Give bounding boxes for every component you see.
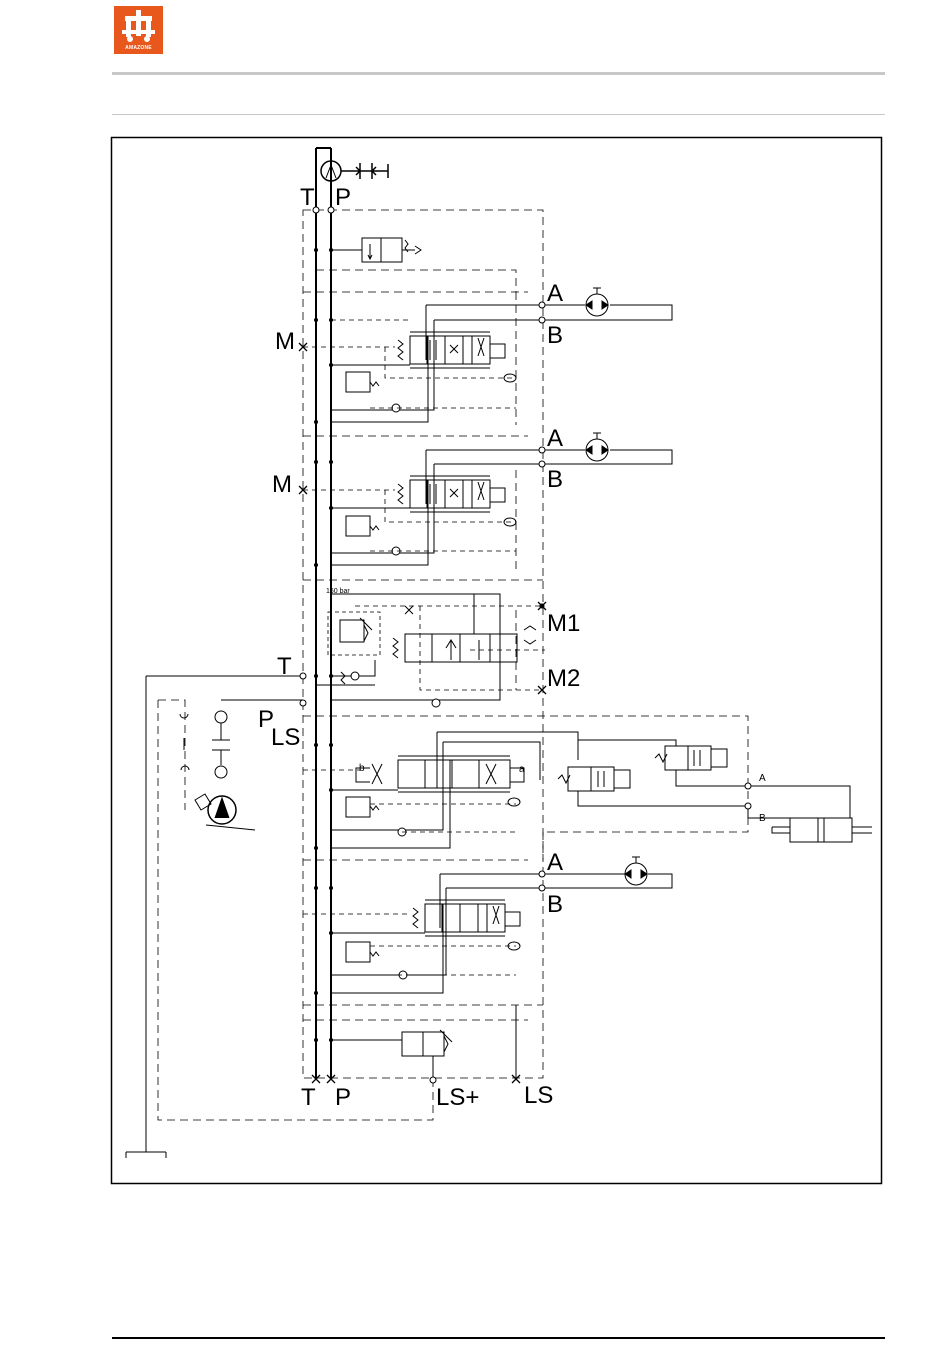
cylinder-port-b-label: B [759,813,766,824]
measure-port-label: M [272,471,292,498]
cylinder-port-a-label: A [759,773,766,784]
variable-pump [180,711,255,830]
valve-side-a-label: a [519,764,525,775]
pressure-note: 160 bar [326,588,350,595]
valve-side-b-label: b [359,763,365,774]
port-a-label: A [547,425,563,452]
cylinder-icon [790,818,852,842]
valve-section-4 [331,732,578,848]
valve-section-1 [331,305,540,422]
top-pressure-label: P [335,184,351,211]
port-b-label: B [547,322,563,349]
valve-block-housing [158,210,748,1120]
measure-port-label: M [275,328,295,355]
ls-plus-label: LS+ [436,1084,479,1111]
diagram-frame [112,138,882,1184]
ls-label: LS [524,1082,553,1109]
port-m1-label: M1 [547,610,580,637]
top-tank-label: T [300,184,315,211]
valve-section-2 [331,450,540,565]
coupling-icon [341,163,388,179]
port-m2-label: M2 [547,665,580,692]
pls-ls-label: LS [271,724,300,751]
bottom-tank-label: T [301,1084,316,1111]
port-a-label: A [547,849,563,876]
port-b-label: B [547,891,563,918]
port-a-label: A [547,280,563,307]
tank-port-label: T [277,653,292,680]
bottom-pressure-label: P [335,1084,351,1111]
footer-rule [112,1337,885,1339]
port-b-label: B [547,466,563,493]
